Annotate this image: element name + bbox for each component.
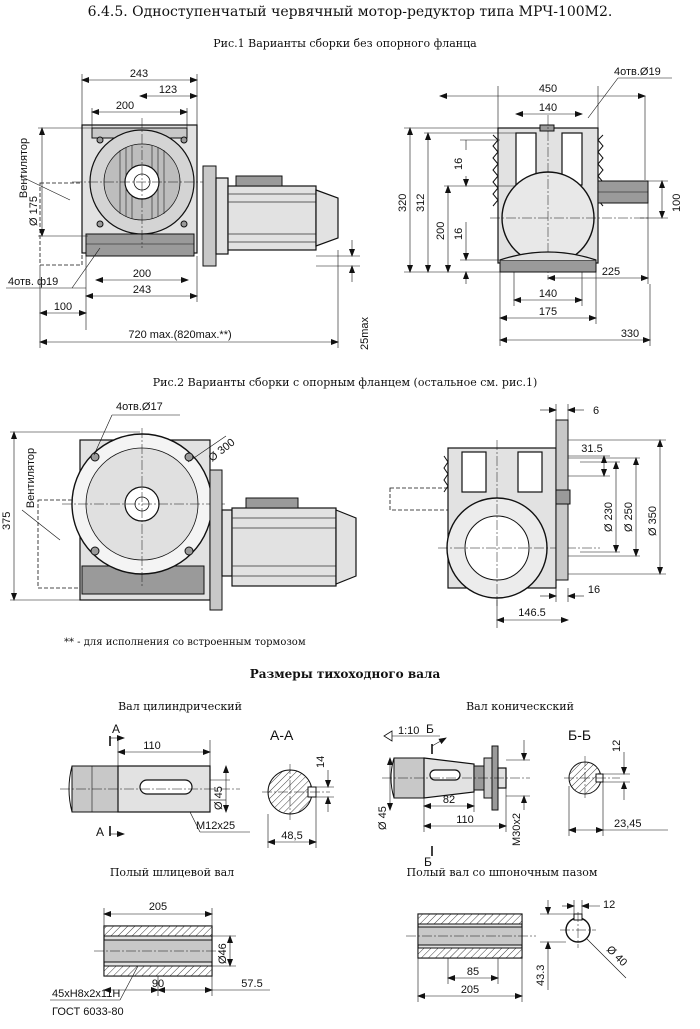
fig1-front-dim-243-bot: 243 xyxy=(133,284,151,296)
fig2-front-view xyxy=(10,414,357,611)
fig1-side-dim-200: 200 xyxy=(435,222,447,240)
shaft-con-title: Вал коническский xyxy=(466,700,574,713)
fig1-front-dim-25max: 25max xyxy=(359,316,371,350)
fig1-front-dim-243-top: 243 xyxy=(130,68,148,80)
fig1-side-dim-140-top: 140 xyxy=(539,102,557,114)
shaft-spline-view xyxy=(50,908,270,1001)
fig2-front-dim-300: Ø 300 xyxy=(206,436,237,464)
shaft-con-section-b-top: Б xyxy=(426,722,434,736)
fig1-front-ventilator-label: Вентилятор xyxy=(18,138,30,198)
shaft-cyl-view xyxy=(60,735,334,848)
shaft-spline-spec-1: 45xH8x2x11H xyxy=(52,988,120,1000)
fig1-front-dim-123: 123 xyxy=(159,84,177,96)
fig1-side-dim-312: 312 xyxy=(415,194,427,212)
shaft-key-dim-12: 12 xyxy=(603,899,615,911)
shaft-con-section-b-bot: Б xyxy=(424,855,432,869)
fig1-side-holes: 4отв.Ø19 xyxy=(614,66,661,78)
fig1-side-dim-100: 100 xyxy=(671,194,683,212)
fig1-side-dim-140-bot: 140 xyxy=(539,288,557,300)
fig2-caption: Рис.2 Варианты сборки с опорным фланцем … xyxy=(153,376,538,389)
page-title: 6.4.5. Одноступенчатый червячный мотор-р… xyxy=(88,4,613,20)
shaft-spline-spec-2: ГОСТ 6033-80 xyxy=(52,1006,124,1018)
shaft-cyl-thread: М12x25 xyxy=(196,820,235,832)
fig2-side-dim-250: Ø 250 xyxy=(623,502,635,532)
shaft-spline-title: Полый шлицевой вал xyxy=(110,866,234,879)
fig2-side-dim-16: 16 xyxy=(588,584,600,596)
shaft-cyl-dim-45: Ø 45 xyxy=(213,786,225,810)
shaft-cyl-section-label: А-А xyxy=(270,727,294,743)
shaft-cyl-title: Вал цилиндрический xyxy=(118,700,242,713)
shaft-con-dim-110: 110 xyxy=(456,814,474,826)
shaft-spline-dim-90: 90 xyxy=(152,978,164,990)
shaft-key-title: Полый вал со шпоночным пазом xyxy=(407,866,598,879)
fig1-side-dim-330: 330 xyxy=(621,328,639,340)
fig1-side-dim-175: 175 xyxy=(539,306,557,318)
fig1-side-dim-320: 320 xyxy=(397,194,409,212)
fig2-side-dim-350: Ø 350 xyxy=(647,506,659,536)
fig1-front-dim-200-bot: 200 xyxy=(133,268,151,280)
fig2-side-dim-230: Ø 230 xyxy=(603,502,615,532)
shaft-cyl-section-a-top: А xyxy=(112,722,120,736)
shaft-key-view xyxy=(406,900,627,1002)
shaft-key-dim-40: Ø 40 xyxy=(604,944,629,969)
fig1-front-dim-100: 100 xyxy=(54,301,72,313)
shaft-key-dim-85: 85 xyxy=(467,966,479,978)
shaft-con-section-label: Б-Б xyxy=(568,727,591,743)
fig2-side-dim-6: 6 xyxy=(593,405,599,417)
fig1-front-dim-200-top: 200 xyxy=(116,100,134,112)
shaft-key-dim-205: 205 xyxy=(461,984,479,996)
fig2-front-ventilator-label: Вентилятор xyxy=(25,448,37,508)
shaft-cyl-dim-110: 110 xyxy=(143,740,161,752)
shaft-con-view xyxy=(382,730,668,856)
fig1-side-dim-225: 225 xyxy=(602,266,620,278)
shaft-spline-dim-46: Ø46 xyxy=(217,943,229,964)
fig1-side-dim-16-mid: 16 xyxy=(453,228,465,240)
shaft-key-dim-43-3: 43.3 xyxy=(535,965,547,986)
fig1-caption: Рис.1 Варианты сборки без опорного фланц… xyxy=(213,37,477,50)
fig1-side-view xyxy=(404,77,672,346)
fig1-front-view xyxy=(6,74,360,348)
shaft-con-dim-45: Ø 45 xyxy=(377,806,389,830)
shaft-cyl-dim-48-5: 48,5 xyxy=(281,830,302,842)
fig2-side-dim-146-5: 146.5 xyxy=(518,607,546,619)
fig2-side-dim-31-5: 31.5 xyxy=(581,443,602,455)
shaft-con-dim-23-45: 23,45 xyxy=(614,818,642,830)
shaft-spline-dim-205: 205 xyxy=(149,901,167,913)
shaft-con-taper: 1:10 xyxy=(398,725,419,737)
shaft-con-dim-12: 12 xyxy=(611,740,623,752)
shaft-cyl-section-a-bot: А xyxy=(96,825,104,839)
fig2-side-view xyxy=(389,404,666,628)
shaft-con-thread: М30x2 xyxy=(511,813,523,846)
fig2-front-holes: 4отв.Ø17 xyxy=(116,401,163,413)
shaft-section-heading: Размеры тихоходного вала xyxy=(250,667,441,681)
shaft-spline-dim-57-5: 57.5 xyxy=(241,978,262,990)
fig1-front-dim-720: 720 max.(820max.**) xyxy=(128,329,231,341)
shaft-con-dim-82: 82 xyxy=(443,794,455,806)
shaft-cyl-dim-14: 14 xyxy=(315,756,327,768)
brake-footnote: ** - для исполнения со встроенным тормоз… xyxy=(64,637,306,648)
fig2-front-dim-375: 375 xyxy=(1,512,13,530)
fig1-front-dim-175: Ø 175 xyxy=(28,196,40,226)
fig1-front-holes: 4отв. ф19 xyxy=(8,276,58,288)
fig1-side-dim-16-top: 16 xyxy=(453,158,465,170)
fig1-side-dim-450: 450 xyxy=(539,83,557,95)
